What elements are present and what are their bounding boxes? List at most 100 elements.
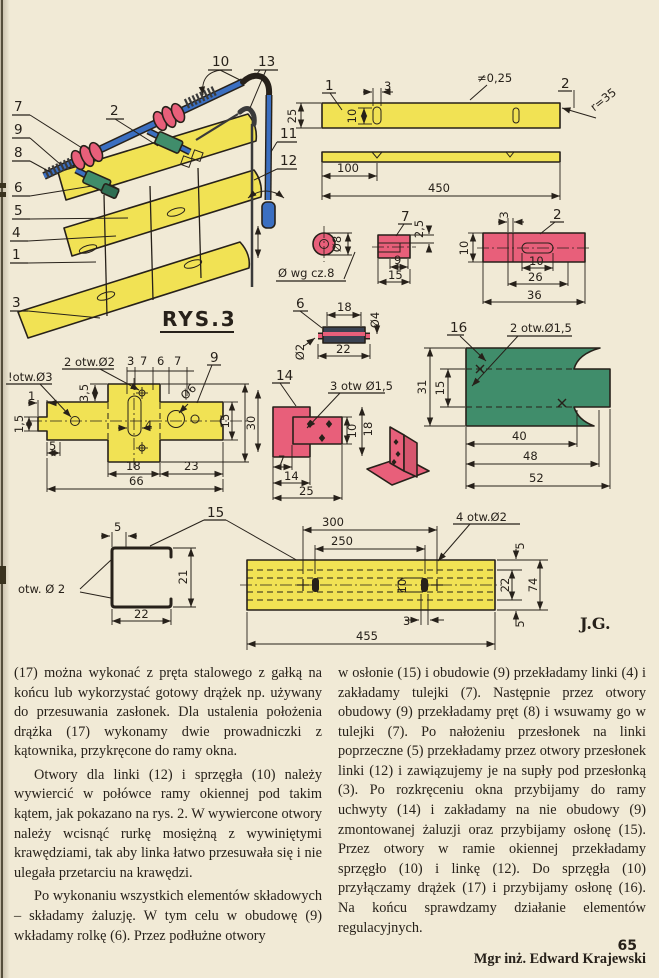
dim-label: 31 [415, 380, 429, 395]
dim-label: 36 [527, 288, 542, 302]
clamp-green-tail [100, 183, 120, 199]
hole-2mm-bottom [136, 442, 148, 454]
dim-label: 1,5 [12, 415, 26, 433]
part15-callout: 15 [207, 505, 224, 521]
part14-callout: 14 [276, 368, 293, 384]
spring [43, 155, 79, 179]
part7-callout: 7 [401, 209, 410, 225]
iso-mechanism [42, 69, 285, 287]
part16-body [465, 347, 611, 427]
washer-note: Ø wg cz.8 [278, 266, 334, 280]
part7-drawing: 7 2,5 9 15 [372, 209, 434, 286]
part9-top-chain [126, 367, 194, 396]
channel-hole-note: otw. Ø 2 [18, 582, 65, 596]
edge-mark [0, 566, 6, 584]
dim-label: 250 [331, 534, 353, 548]
part14-drawing: 14 3 otw Ø1,5 10 18 7 14 25 [254, 368, 430, 502]
dim-label: 25 [285, 109, 299, 124]
callout-1: 1 [12, 247, 21, 263]
article-column-left: (17) można wykonać z pręta stalowego z g… [14, 664, 322, 970]
callout-8: 8 [14, 145, 23, 161]
paragraph: Otwory dla linki (12) i sprzęgła (10) na… [14, 766, 322, 881]
dim-label: 2,5 [412, 220, 426, 238]
dim-label: 5 [114, 520, 121, 534]
part14-base-flat [272, 406, 311, 458]
part1-dimensions [296, 84, 597, 200]
iso-assembly-drawing: 7 9 8 6 5 4 1 3 2 10 13 [10, 54, 297, 339]
part15-holes-note: 4 otw.Ø2 [456, 510, 507, 524]
cord-bend [237, 106, 257, 127]
dim-label: 30 [244, 416, 258, 431]
spring [183, 85, 219, 109]
dim-label: 48 [523, 449, 538, 463]
dim-label: 4 [145, 418, 152, 432]
dim-label: 21 [176, 570, 190, 585]
paragraph: (17) można wykonać z pręta stalowego z g… [14, 665, 322, 760]
dim-label: 18 [361, 422, 375, 437]
part1-callout: 1 [325, 78, 334, 94]
roller-right [152, 102, 186, 132]
part1-side-view [321, 151, 561, 163]
part1-drawing: 1 3 25 10 ≠0,25 2 r=35 100 450 [285, 71, 619, 200]
part14-wing-flat [292, 416, 343, 445]
part14-3d-view [366, 426, 430, 486]
washer-drawing: Ø8 Ø wg cz.8 [276, 226, 356, 282]
dim-label: 3 [384, 79, 391, 93]
dim-label: 9 [394, 253, 401, 267]
callout-10: 10 [212, 54, 229, 70]
dim-label: 3,5 [77, 384, 91, 402]
hole-2mm-right [190, 414, 200, 424]
edge-mark [0, 183, 6, 188]
callout-9: 9 [14, 122, 23, 138]
part1-notch [371, 151, 383, 159]
dim-label: 300 [322, 515, 344, 529]
clamp-green [154, 131, 184, 154]
foot-pink [179, 155, 193, 169]
part9-hole3-note: !otw.Ø3 [8, 370, 53, 384]
dim-label: 18 [126, 459, 141, 473]
slat-bottom [17, 241, 251, 339]
dim-label: Ø2 [293, 344, 307, 360]
figure-rys3: 7 9 8 6 5 4 1 3 2 10 13 [6, 54, 619, 650]
strip-crosshairs [297, 579, 443, 591]
rotation-arrow [247, 190, 285, 199]
crank-rod [265, 94, 272, 201]
dim-label: 455 [356, 629, 378, 643]
dim-label: 100 [337, 161, 359, 175]
part1-callout-end: 2 [561, 76, 570, 92]
iso-slats [17, 113, 263, 339]
part15-drawing: 5 21 22 otw. Ø 2 15 10 [18, 505, 548, 650]
author-credit: Mgr inż. Edward Krajewski [473, 951, 646, 968]
strip-slot [421, 578, 428, 592]
strip-slot [312, 578, 319, 592]
dim-label: 18 [337, 300, 352, 314]
page-number: 65 [617, 938, 637, 954]
callout-7: 7 [14, 99, 23, 115]
channel-section [110, 546, 173, 609]
dim-label: 7 [140, 354, 147, 368]
dim-label: 1 [28, 389, 35, 403]
callout-13: 13 [258, 54, 275, 70]
page-gutter-shadow [0, 0, 10, 978]
artist-initials: J.G. [578, 614, 611, 633]
dim-label: 10 [529, 254, 544, 268]
part2-drawing: 2 3 10 10 26 36 [457, 207, 592, 306]
paragraph: Po wykonaniu wszystkich elementów składo… [14, 888, 322, 944]
part6-callout: 6 [296, 296, 305, 312]
part6-drawing: 6 18 22 Ø4 Ø2 [293, 296, 382, 360]
dim-label: r=35 [587, 85, 618, 114]
iso-cords [103, 167, 202, 317]
article-body: (17) można wykonać z pręta stalowego z g… [14, 664, 646, 970]
dim-label: 5 [49, 439, 56, 453]
part9-slot [127, 395, 142, 437]
dim-label: 10 [457, 241, 471, 256]
dim-label: 10 [345, 424, 359, 439]
callout-5: 5 [14, 203, 23, 219]
dim-label: 15 [388, 268, 403, 282]
dim-label: Ø8 [330, 236, 344, 252]
callout-12: 12 [280, 153, 297, 169]
dim-label: 15 [218, 414, 232, 429]
cord-slot [183, 259, 203, 269]
article-column-right: w osłonie (15) i obudowie (9) przekładam… [338, 664, 646, 970]
